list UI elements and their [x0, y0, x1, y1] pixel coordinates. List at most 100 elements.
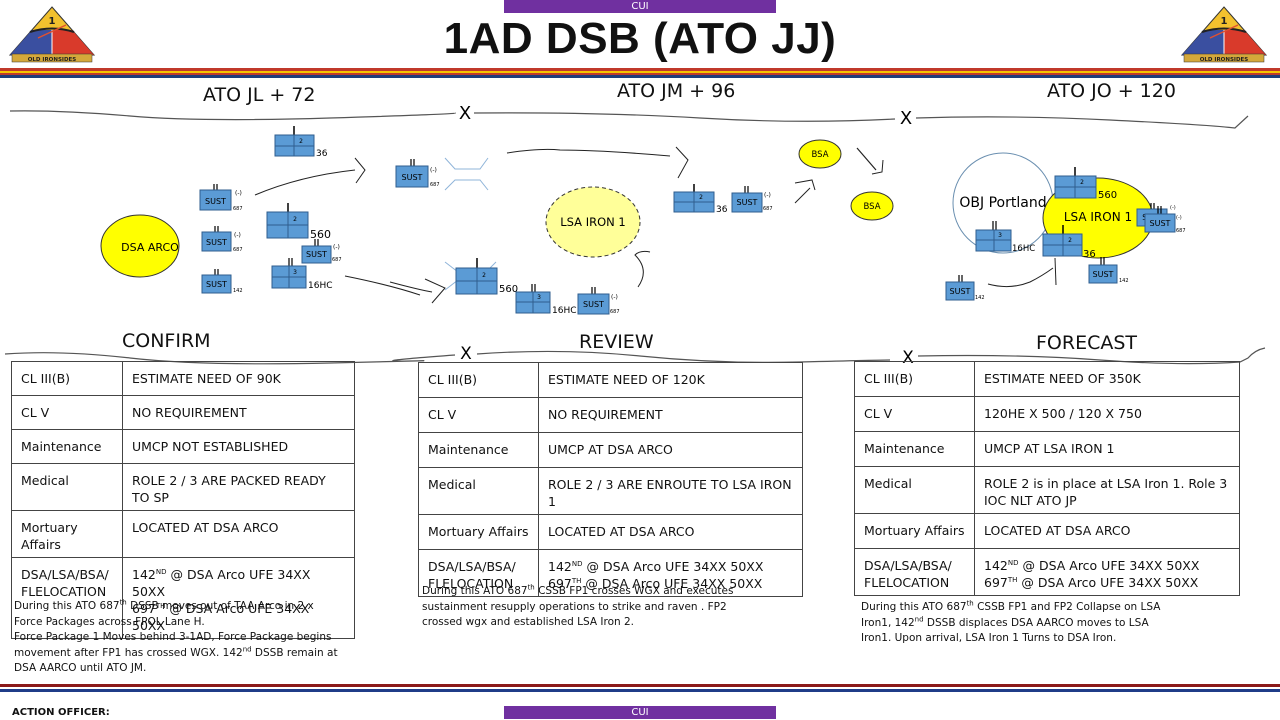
unit-sust-687-f: SUST (-) 687	[731, 186, 773, 213]
lsa-iron1-planned-area	[545, 186, 641, 258]
svg-text:687: 687	[1176, 228, 1186, 234]
svg-text:(-): (-)	[333, 244, 340, 251]
logo-number: 1	[49, 16, 56, 27]
svg-text:SUST: SUST	[1150, 219, 1171, 228]
unit-bn-2-560-c: 2 560	[1054, 167, 1117, 201]
svg-text:SUST: SUST	[1093, 270, 1114, 279]
phase-marker: X	[460, 344, 472, 364]
review-note: During this ATO 687th CSSB FP1 crosses W…	[422, 583, 734, 628]
phase-marker: X	[900, 108, 912, 129]
svg-text:687: 687	[610, 309, 620, 315]
movement-arrow	[344, 275, 421, 296]
unit-bn-2-36-b: 2 36	[673, 184, 728, 215]
unit-sust-687-d: SUST (-) 687	[395, 159, 440, 188]
lsa-iron1-planned-label: LSA IRON 1	[560, 215, 625, 229]
unit-sust-687-a: SUST (-) 687	[199, 184, 243, 212]
unit-bn-2-36-a: 2 36	[274, 126, 328, 159]
obj-portland-label: OBJ Portland	[959, 195, 1046, 211]
svg-text:560: 560	[1098, 190, 1117, 201]
confirm-note: During this ATO 687th DSSB moves out of …	[14, 598, 338, 674]
movement-arrow	[634, 250, 651, 288]
table-row: CL III(B)ESTIMATE NEED OF 350K	[854, 361, 1240, 397]
svg-text:(-): (-)	[764, 192, 771, 199]
unit-bn-2-36-c: 2 36	[1042, 225, 1096, 260]
logo-caption: OLD IRONSIDES	[1200, 57, 1249, 63]
svg-text:687: 687	[233, 206, 243, 212]
section-label-review: REVIEW	[579, 331, 654, 353]
svg-text:687: 687	[233, 247, 243, 253]
svg-text:142: 142	[1119, 278, 1129, 284]
svg-text:SUST: SUST	[950, 287, 971, 296]
svg-text:SUST: SUST	[205, 197, 226, 206]
svg-text:2: 2	[1080, 179, 1084, 186]
svg-text:2: 2	[699, 194, 703, 201]
svg-text:SUST: SUST	[402, 173, 423, 182]
lsa-iron1-label: LSA IRON 1	[1064, 210, 1132, 224]
phase-line-top-mid	[473, 112, 896, 122]
unit-sust-687-b: SUST (-) 687	[201, 226, 243, 253]
svg-text:SUST: SUST	[737, 198, 758, 207]
svg-text:142: 142	[233, 288, 243, 294]
svg-text:16HC: 16HC	[552, 306, 577, 316]
phase-marker: X	[459, 103, 471, 124]
svg-text:687: 687	[430, 182, 440, 188]
svg-text:(-): (-)	[1176, 215, 1182, 221]
svg-text:SUST: SUST	[206, 238, 227, 247]
svg-text:3: 3	[998, 232, 1002, 239]
dsa-arco-label: DSA ARCO	[121, 241, 179, 254]
phase-label-jl: ATO JL + 72	[203, 84, 316, 106]
section-label-confirm: CONFIRM	[122, 330, 211, 352]
table-row: CL III(B)ESTIMATE NEED OF 120K	[418, 362, 803, 398]
section-label-forecast: FORECAST	[1036, 332, 1138, 354]
movement-arrow	[254, 169, 356, 196]
svg-text:687: 687	[332, 257, 342, 263]
svg-text:3: 3	[293, 269, 297, 276]
svg-text:(-): (-)	[611, 294, 618, 301]
svg-text:(-): (-)	[234, 232, 241, 239]
phase-label-jo: ATO JO + 120	[1047, 80, 1176, 102]
svg-text:142: 142	[975, 295, 985, 301]
footer-stripe	[0, 684, 1280, 692]
unit-bn-2-560-b: 2 560	[455, 258, 518, 295]
svg-text:2: 2	[293, 216, 297, 223]
cui-banner-bottom: CUI	[504, 706, 776, 719]
movement-arrow	[987, 267, 1054, 288]
gap-crossing-icon	[444, 157, 489, 191]
old-ironsides-logo-left: 1 OLD IRONSIDES	[8, 6, 96, 63]
logo-number: 1	[1221, 16, 1228, 27]
svg-text:16HC: 16HC	[308, 281, 333, 291]
operations-map: X X DSA ARCO SUST (-) 687 SUST (-) 687 S…	[9, 103, 1249, 316]
table-row: DSA/LSA/BSA/ FLELOCATION 142ND @ DSA Arc…	[854, 548, 1240, 596]
table-row: DSA/LSA/BSA/ FLELOCATION 142ND @ DSA Arc…	[418, 549, 803, 597]
unit-sust-142-c: SUST 142	[945, 275, 985, 301]
svg-text:(-): (-)	[430, 167, 437, 174]
svg-text:687: 687	[763, 206, 773, 212]
unit-bde-3-16hc-c: 3 16HC	[975, 221, 1035, 254]
svg-text:36: 36	[716, 205, 728, 215]
forecast-note: During this ATO 687th CSSB FP1 and FP2 C…	[861, 599, 1161, 644]
page-title: 1AD DSB (ATO JJ)	[443, 14, 837, 63]
svg-text:560: 560	[310, 228, 331, 241]
svg-text:3: 3	[537, 294, 541, 301]
svg-text:2: 2	[482, 272, 486, 279]
svg-text:2: 2	[299, 138, 303, 145]
unit-bde-3-16hc-a: 3 16HC	[271, 258, 333, 291]
svg-text:SUST: SUST	[583, 300, 604, 309]
bsa-area-2	[850, 191, 894, 221]
action-officer-label: ACTION OFFICER:	[12, 707, 110, 718]
svg-text:BSA: BSA	[811, 150, 828, 160]
unit-bn-2-560-a: 2 560	[266, 203, 331, 241]
table-row: CL III(B)ESTIMATE NEED OF 90K	[11, 361, 355, 396]
